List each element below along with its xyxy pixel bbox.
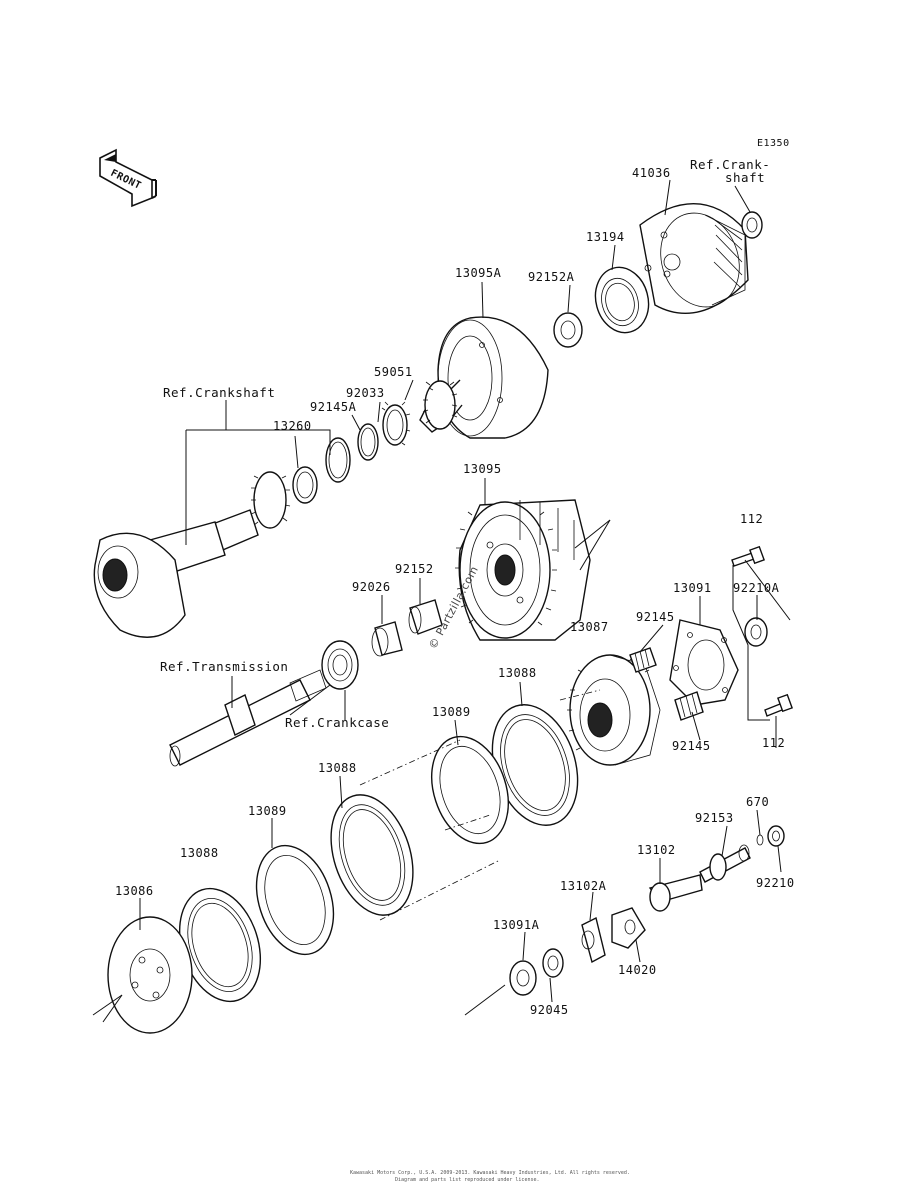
part-13086-clutch-plate-back bbox=[107, 916, 193, 1034]
label-13095A: 13095A bbox=[455, 266, 502, 280]
label-13194: 13194 bbox=[586, 230, 625, 244]
ref-crankcase-bearing bbox=[321, 640, 359, 690]
part-13087-clutch-hub bbox=[567, 654, 661, 766]
label-ref-crankshaft-top-line2: shaft bbox=[725, 170, 765, 185]
label-13088-a: 13088 bbox=[498, 666, 537, 680]
label-ref-crankshaft: Ref.Crankshaft bbox=[163, 385, 275, 400]
part-13102-lever bbox=[648, 874, 703, 912]
part-13091-pressure-plate bbox=[669, 619, 739, 706]
label-13260: 13260 bbox=[273, 419, 312, 433]
ref-crankshaft bbox=[93, 509, 259, 638]
part-92210-nut bbox=[767, 825, 785, 847]
label-13102: 13102 bbox=[637, 843, 676, 857]
part-13260-collar bbox=[292, 466, 318, 504]
label-ref-crankcase: Ref.Crankcase bbox=[285, 715, 389, 730]
label-92033: 92033 bbox=[346, 386, 385, 400]
label-13087: 13087 bbox=[570, 620, 609, 634]
label-13089-b: 13089 bbox=[248, 804, 287, 818]
label-13091A: 13091A bbox=[493, 918, 540, 932]
part-13260-ring bbox=[325, 437, 351, 483]
label-92145A: 92145A bbox=[310, 400, 357, 414]
label-59051: 59051 bbox=[374, 365, 413, 379]
part-92045-bearing bbox=[542, 948, 564, 978]
part-92153-push-rod bbox=[699, 844, 751, 883]
part-92145-spring-top bbox=[629, 647, 657, 673]
label-670: 670 bbox=[746, 795, 769, 809]
part-92152-collar bbox=[408, 599, 443, 635]
footer-line1: Kawasaki Motors Corp., U.S.A. 2009-2013.… bbox=[350, 1170, 630, 1176]
label-ref-transmission: Ref.Transmission bbox=[160, 659, 288, 674]
label-92152: 92152 bbox=[395, 562, 434, 576]
label-13086: 13086 bbox=[115, 884, 154, 898]
label-13102A: 13102A bbox=[560, 879, 607, 893]
part-13088-friction-plate-c bbox=[178, 887, 262, 1003]
part-59051-starter-gear bbox=[422, 380, 458, 430]
part-13102A-cam bbox=[581, 916, 606, 964]
diagram-id: E1350 bbox=[757, 138, 790, 149]
label-112-top: 112 bbox=[740, 512, 763, 526]
label-92026: 92026 bbox=[352, 580, 391, 594]
label-92145-top: 92145 bbox=[636, 610, 675, 624]
label-92153: 92153 bbox=[695, 811, 734, 825]
front-arrow-icon: FRONT bbox=[99, 148, 157, 208]
part-92145-spring-bottom bbox=[674, 691, 704, 721]
label-13091: 13091 bbox=[673, 581, 712, 595]
leader-lines bbox=[92, 179, 791, 1023]
label-13089-a: 13089 bbox=[432, 705, 471, 719]
label-13095: 13095 bbox=[463, 462, 502, 476]
part-112-bolt-top bbox=[731, 545, 765, 567]
part-14020-cover bbox=[611, 907, 646, 949]
part-13091A-bearing bbox=[509, 960, 537, 996]
label-92045: 92045 bbox=[530, 1003, 569, 1017]
label-14020: 14020 bbox=[618, 963, 657, 977]
part-92026-spacer bbox=[371, 621, 403, 657]
label-92210A: 92210A bbox=[733, 581, 780, 595]
part-92210A-nut bbox=[744, 617, 768, 647]
label-92152A: 92152A bbox=[528, 270, 575, 284]
ref-crankshaft-gear bbox=[250, 471, 291, 529]
part-13089-steel-plate-b bbox=[255, 844, 335, 956]
label-92145-bottom: 92145 bbox=[672, 739, 711, 753]
part-13089-steel-plate-a bbox=[431, 735, 509, 845]
ref-crankshaft-nut-top bbox=[741, 211, 763, 239]
label-41036: 41036 bbox=[632, 166, 671, 180]
part-13088-friction-plate-b bbox=[330, 794, 414, 916]
label-112-bottom: 112 bbox=[762, 736, 785, 750]
label-13088-c: 13088 bbox=[180, 846, 219, 860]
part-13095-clutch-housing bbox=[455, 499, 591, 641]
footer-line2: Diagram and parts list reproduced under … bbox=[395, 1177, 540, 1183]
part-13194-one-way-clutch bbox=[594, 266, 650, 334]
part-92145A-ring bbox=[357, 423, 379, 461]
part-670-o-ring bbox=[756, 834, 764, 846]
part-41036-clutch-drum bbox=[639, 203, 749, 314]
label-13088-b: 13088 bbox=[318, 761, 357, 775]
label-ref-crankshaft-top-line1: Ref.Crank- bbox=[690, 157, 770, 172]
part-92033-circlip bbox=[381, 401, 411, 446]
label-92210: 92210 bbox=[756, 876, 795, 890]
part-92152A-collar bbox=[553, 312, 583, 348]
part-112-bolt-bottom bbox=[764, 693, 793, 717]
